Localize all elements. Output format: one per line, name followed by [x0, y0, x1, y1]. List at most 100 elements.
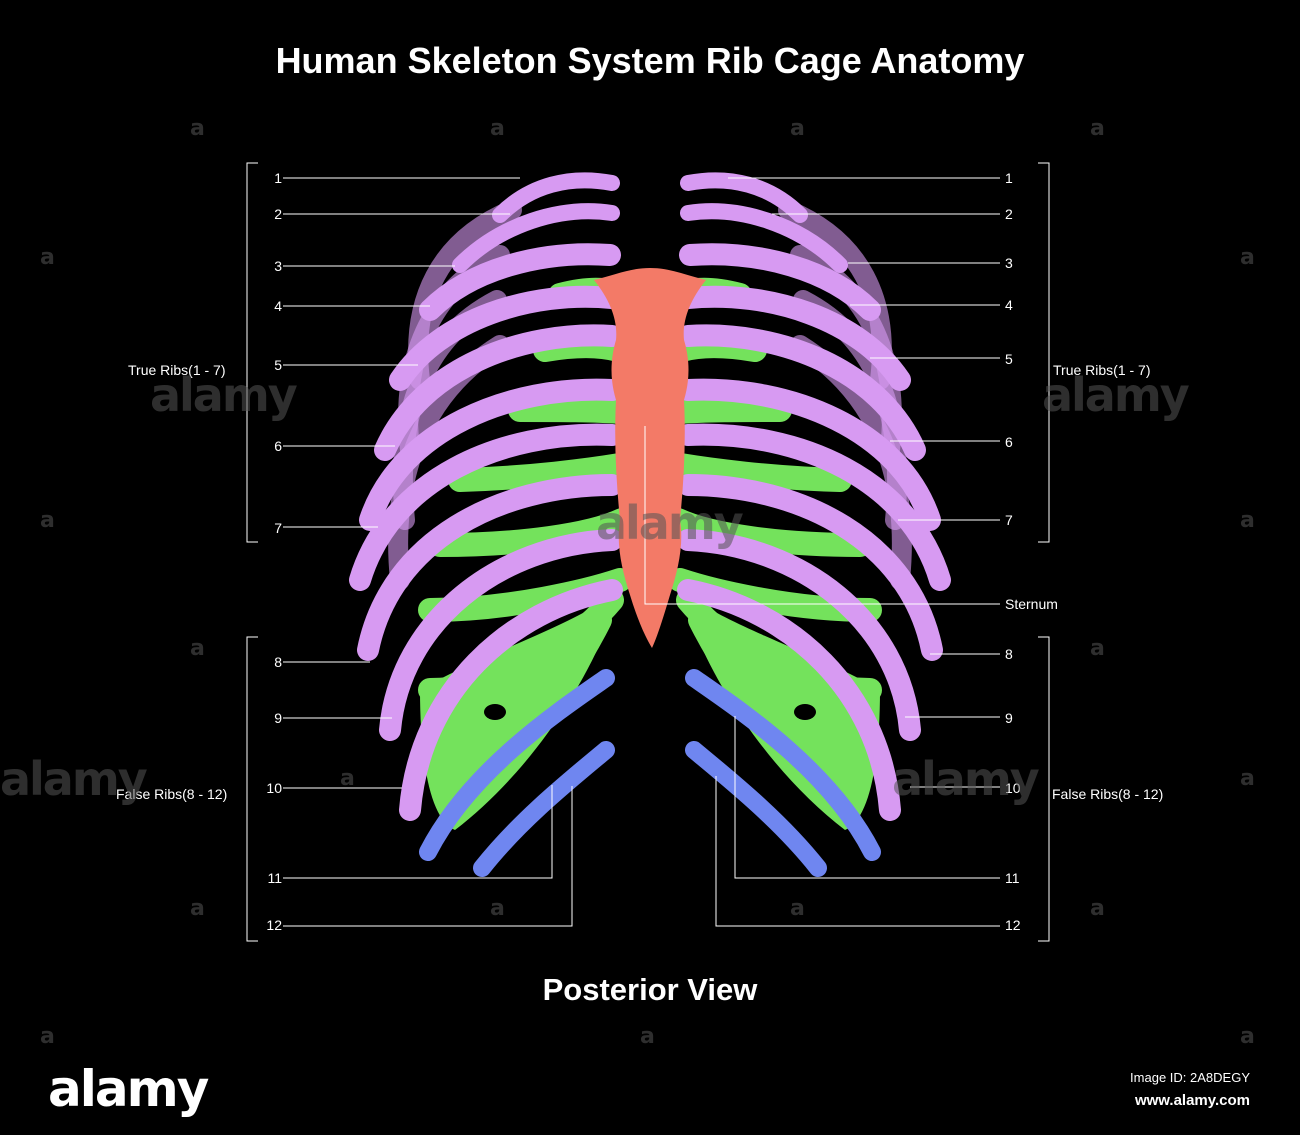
watermark-mark: a — [490, 116, 505, 141]
costal-cartilage-right — [666, 508, 872, 557]
leader-line-sternum — [644, 426, 1000, 605]
rib-label-right-1: 1 — [1005, 170, 1013, 186]
watermark-mark: a — [1090, 896, 1105, 921]
watermark-mark: a — [190, 116, 205, 141]
view-caption: Posterior View — [542, 972, 758, 1007]
watermark-mark: a — [190, 896, 205, 921]
floating-rib-left-12 — [473, 741, 615, 877]
watermark-mark: a — [40, 1024, 55, 1049]
rib-right-1 — [680, 172, 808, 223]
watermark-brand: alamy — [596, 496, 744, 550]
floating-rib-left-11 — [419, 669, 615, 861]
rib-label-left-5: 5 — [274, 357, 282, 373]
sternum — [594, 268, 706, 648]
leader-line-left-12 — [283, 786, 573, 927]
rib-label-left-12: 12 — [266, 917, 282, 933]
watermark-mark: a — [1240, 508, 1255, 533]
true-ribs-label-right: True Ribs(1 - 7) — [1053, 362, 1151, 378]
rib-label-left-6: 6 — [274, 438, 282, 454]
rib-left-6 — [359, 378, 623, 531]
rib-right-10 — [677, 579, 901, 821]
rib-right-9 — [677, 529, 921, 741]
floating-rib-right-11 — [685, 669, 881, 861]
rib-label-right-6: 6 — [1005, 434, 1013, 450]
watermark-mark: a — [190, 636, 205, 661]
rib-label-left-2: 2 — [274, 206, 282, 222]
rib-label-right-7: 7 — [1005, 512, 1013, 528]
rib-label-left-4: 4 — [274, 298, 282, 314]
rib-label-left-8: 8 — [274, 654, 282, 670]
costal-cartilage-left — [428, 508, 634, 557]
rib-label-right-9: 9 — [1005, 710, 1013, 726]
rib-label-left-11: 11 — [267, 870, 282, 886]
rib-right-6 — [677, 378, 941, 531]
leader-line-left-11 — [283, 785, 553, 879]
rib-label-right-4: 4 — [1005, 297, 1013, 313]
watermark-mark: a — [340, 766, 355, 791]
rib-label-right-3: 3 — [1005, 255, 1013, 271]
costal-cartilage-left — [508, 398, 632, 424]
watermark-brand: alamy — [150, 368, 298, 422]
watermark-mark: a — [790, 896, 805, 921]
cartilage-gap-left — [484, 704, 506, 720]
image-id: Image ID: 2A8DEGY — [1130, 1070, 1250, 1085]
bracket-false-ribs-left — [246, 636, 258, 942]
sternum-label: Sternum — [1005, 596, 1058, 612]
watermark-mark: a — [490, 896, 505, 921]
alamy-logo: alamy — [48, 1060, 209, 1118]
page-title: Human Skeleton System Rib Cage Anatomy — [275, 40, 1025, 81]
rib-right-2 — [680, 203, 848, 273]
source-url: www.alamy.com — [1134, 1092, 1250, 1109]
watermark-mark: a — [40, 508, 55, 533]
rib-label-left-9: 9 — [274, 710, 282, 726]
bracket-true-ribs-right — [1038, 162, 1050, 543]
watermark-mark: a — [1090, 116, 1105, 141]
bracket-true-ribs-left — [246, 162, 258, 543]
watermark-mark: a — [40, 245, 55, 270]
rib-left-5 — [374, 324, 623, 461]
watermark-brand: alamy — [0, 752, 148, 806]
watermark-mark: a — [640, 1024, 655, 1049]
rib-left-7 — [349, 423, 623, 591]
watermark-mark: a — [1240, 766, 1255, 791]
rib-label-left-10: 10 — [266, 780, 282, 796]
watermark-mark: a — [790, 116, 805, 141]
watermark-mark: a — [1240, 1024, 1255, 1049]
watermark-mark: a — [1090, 636, 1105, 661]
watermark-brand: alamy — [892, 752, 1040, 806]
watermark-mark: a — [1240, 245, 1255, 270]
rib-left-3 — [419, 243, 621, 321]
rib-label-right-5: 5 — [1005, 351, 1013, 367]
rib-right-5 — [677, 324, 926, 461]
false-ribs-label-left: False Ribs(8 - 12) — [116, 786, 228, 802]
rib-label-left-3: 3 — [274, 258, 282, 274]
watermark-brand: alamy — [1042, 368, 1190, 422]
lower-cartilage-left — [420, 600, 612, 830]
rib-left-10 — [399, 579, 623, 821]
rib-label-right-10: 10 — [1005, 780, 1021, 796]
false-ribs-label-right: False Ribs(8 - 12) — [1052, 786, 1164, 802]
rib-left-1 — [492, 172, 620, 223]
leader-line-right-12 — [715, 776, 1000, 927]
cartilage-gap-right — [794, 704, 816, 720]
rib-label-right-12: 12 — [1005, 917, 1021, 933]
rib-label-right-11: 11 — [1005, 870, 1020, 886]
rib-left-8 — [357, 474, 623, 661]
rib-label-left-7: 7 — [274, 520, 282, 536]
rib-left-4 — [389, 285, 623, 391]
rib-right-4 — [677, 285, 911, 391]
rib-right-3 — [679, 243, 881, 321]
floating-rib-right-12 — [685, 741, 827, 877]
rib-left-2 — [452, 203, 620, 273]
leader-line-right-11 — [734, 716, 1000, 879]
rib-label-right-8: 8 — [1005, 646, 1013, 662]
costal-cartilage-right — [668, 453, 852, 492]
bracket-false-ribs-right — [1038, 636, 1050, 942]
rib-right-8 — [677, 474, 943, 661]
rib-label-left-1: 1 — [274, 170, 282, 186]
true-ribs-label-left: True Ribs(1 - 7) — [128, 362, 226, 378]
rib-label-right-2: 2 — [1005, 206, 1013, 222]
lower-cartilage-right — [688, 600, 880, 830]
